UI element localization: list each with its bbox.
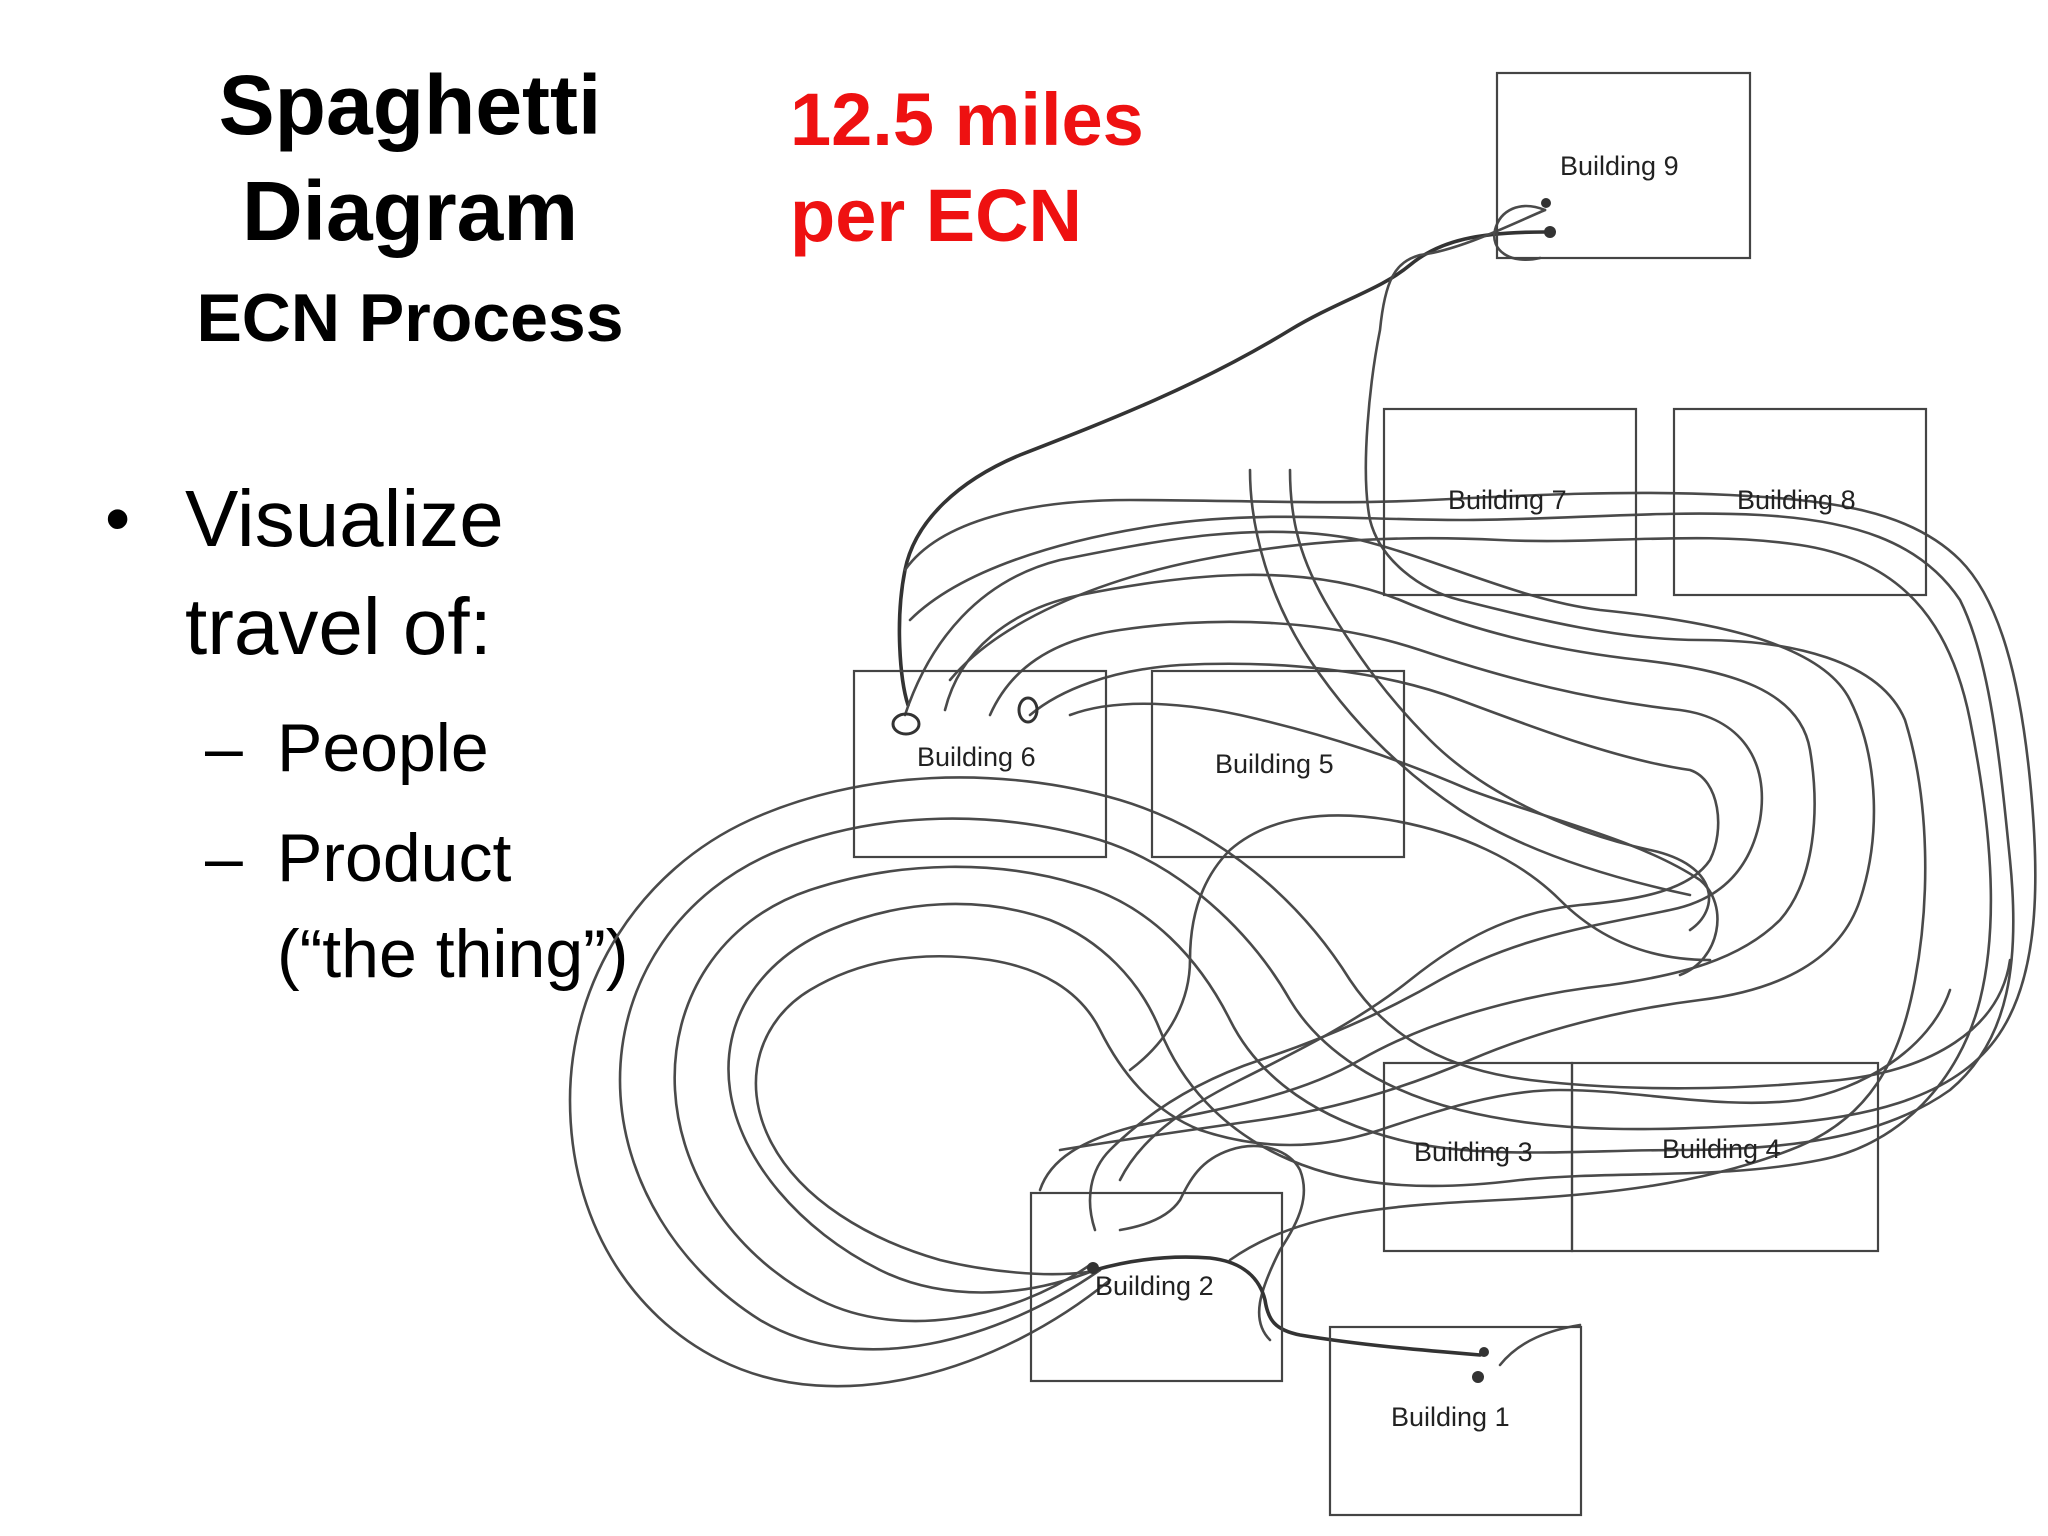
travel-path (988, 620, 1764, 1232)
sub-bullet-label: People (277, 710, 489, 786)
building-8: Building 8 (1672, 407, 1928, 597)
sub-bullet-product: – Product (205, 803, 628, 913)
callout-line-1: 12.5 miles (790, 78, 1144, 161)
sub-bullet-people: – People (205, 693, 628, 803)
travel-path (1228, 208, 1927, 1262)
building-label: Building 2 (1095, 1271, 1214, 1301)
travel-path (1028, 662, 1720, 1182)
travel-path (727, 536, 1993, 1294)
travel-path (754, 955, 1952, 1276)
travel-path (568, 776, 2012, 1388)
dash-icon: – (205, 710, 243, 786)
title-subtitle: ECN Process (196, 280, 624, 356)
building-outline (1495, 71, 1752, 260)
building-outline (1382, 407, 1638, 597)
travel-path (897, 230, 1547, 707)
building-outline (1150, 669, 1406, 859)
travel-path (673, 512, 2015, 1323)
endpoint-mark (891, 712, 921, 736)
bullet-list: • Visualize travel of: – People – Produc… (105, 465, 628, 1009)
endpoint-mark (1479, 1347, 1489, 1357)
dash-icon: – (205, 820, 243, 896)
travel-path (1288, 468, 1711, 932)
building-label: Building 4 (1662, 1134, 1781, 1164)
building-label: Building 8 (1737, 485, 1856, 515)
building-outline (852, 669, 1108, 859)
building-label: Building 6 (917, 742, 1036, 772)
building-outline (1029, 1191, 1284, 1383)
callout-line-2: per ECN (790, 174, 1082, 257)
building-label: Building 1 (1391, 1402, 1510, 1432)
travel-path (903, 530, 1876, 1152)
endpoint-marks (891, 198, 1556, 1383)
building-2: Building 2 (1029, 1191, 1284, 1383)
travel-path (618, 491, 2037, 1351)
title-line-2: Diagram (241, 164, 579, 258)
building-9: Building 9 (1495, 71, 1752, 260)
travel-path (943, 573, 1816, 1192)
bullet-item: • Visualize travel of: (105, 465, 628, 681)
building-label: Building 5 (1215, 749, 1334, 779)
building-outline (1328, 1325, 1583, 1517)
sub-bullet-label: Product (277, 820, 512, 896)
bullet-dot-icon: • (105, 479, 131, 559)
travel-path (1118, 1144, 1306, 1342)
building-4: Building 4 (1570, 1061, 1880, 1253)
travel-paths (568, 204, 2037, 1388)
building-1: Building 1 (1328, 1325, 1583, 1517)
building-label: Building 9 (1560, 151, 1679, 181)
endpoint-mark (1017, 696, 1039, 724)
endpoint-mark (1472, 1371, 1484, 1383)
title-line-1: Spaghetti (218, 58, 602, 152)
building-7: Building 7 (1382, 407, 1638, 597)
travel-path (1093, 1255, 1482, 1357)
travel-path (1498, 1323, 1582, 1367)
building-5: Building 5 (1150, 669, 1406, 859)
distance-callout: 12.5 miles per ECN (790, 72, 1144, 264)
building-label: Building 7 (1448, 485, 1567, 515)
bullet-text-line-2: travel of: (185, 582, 492, 671)
building-label: Building 3 (1414, 1137, 1533, 1167)
sub-bullet-continuation: (“the thing”) (277, 916, 629, 992)
endpoint-mark (1541, 198, 1551, 208)
endpoint-mark (1544, 226, 1556, 238)
bullet-text: Visualize travel of: (185, 465, 504, 681)
sub-bullet-list: – People – Product (“the thing”) (205, 693, 628, 1009)
building-6: Building 6 (852, 669, 1108, 859)
bullet-text-line-1: Visualize (185, 474, 504, 563)
slide-title: Spaghetti Diagram ECN Process (110, 52, 710, 368)
endpoint-mark (1087, 1262, 1099, 1274)
building-outline (1570, 1061, 1880, 1253)
travel-path (1248, 468, 1692, 897)
travel-path (1068, 702, 1719, 977)
travel-path (1128, 814, 1712, 1072)
building-outline (1672, 407, 1928, 597)
